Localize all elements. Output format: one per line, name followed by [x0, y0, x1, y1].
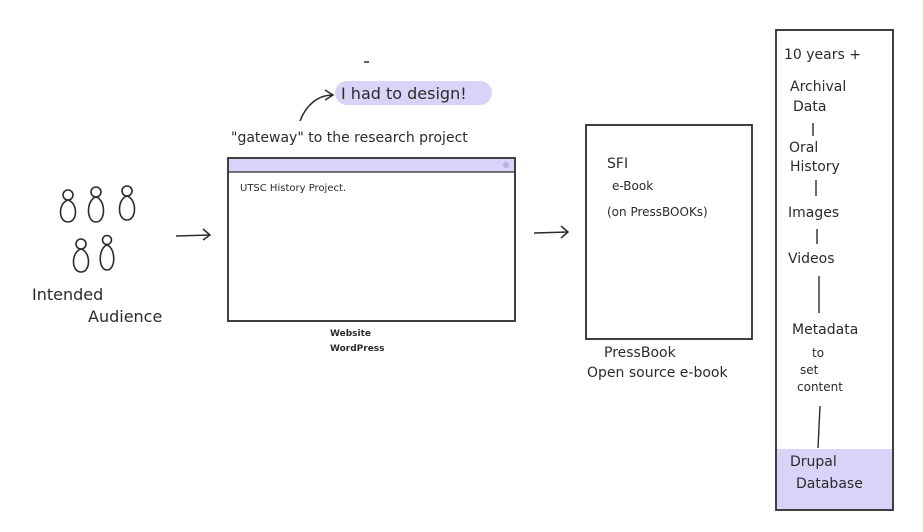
- website-caption-line1: Website: [330, 329, 372, 339]
- browser-dot-icon: [503, 162, 509, 168]
- gateway-text: "gateway" to the research project: [231, 130, 468, 146]
- db-item-oral: Oral: [789, 140, 819, 156]
- db-item-images: Images: [788, 205, 840, 221]
- db-item-content: content: [797, 380, 843, 394]
- callout-arrow: [299, 89, 335, 122]
- db-item-years: 10 years +: [784, 47, 861, 63]
- db-item-set: set: [800, 363, 819, 377]
- website-content-title: UTSC History Project.: [240, 183, 347, 194]
- ebook-box: [585, 124, 753, 340]
- ebook-line2: e-Book: [612, 179, 654, 193]
- db-item-archival: Archival: [790, 79, 847, 95]
- audience-label-line1: Intended: [32, 285, 104, 304]
- ebook-caption-line2: Open source e-book: [587, 365, 728, 381]
- website-caption-line2: WordPress: [330, 344, 385, 354]
- db-footer-line1: Drupal: [790, 454, 837, 470]
- db-item-metadata: Metadata: [792, 322, 859, 338]
- browser-address-bar: [229, 159, 514, 172]
- db-item-data: Data: [793, 99, 827, 115]
- arrow-website-to-ebook: [533, 225, 570, 239]
- db-item-videos: Videos: [788, 251, 835, 267]
- audience-label-line2: Audience: [88, 307, 163, 326]
- callout-highlight: [335, 81, 492, 105]
- db-item-history: History: [790, 159, 840, 175]
- callout-text: I had to design!: [341, 84, 467, 103]
- arrow-audience-to-website: [175, 228, 212, 241]
- db-item-to: to: [812, 346, 825, 360]
- drupal-highlight: [777, 449, 892, 509]
- ebook-line1: SFI: [607, 156, 629, 172]
- ebook-line3: (on PressBOOKs): [607, 205, 708, 219]
- ebook-caption-line1: PressBook: [604, 345, 676, 361]
- database-column-frame: [775, 29, 894, 511]
- website-browser-frame: [227, 157, 516, 322]
- db-footer-line2: Database: [796, 476, 863, 492]
- audience-figures-icon: [59, 185, 136, 273]
